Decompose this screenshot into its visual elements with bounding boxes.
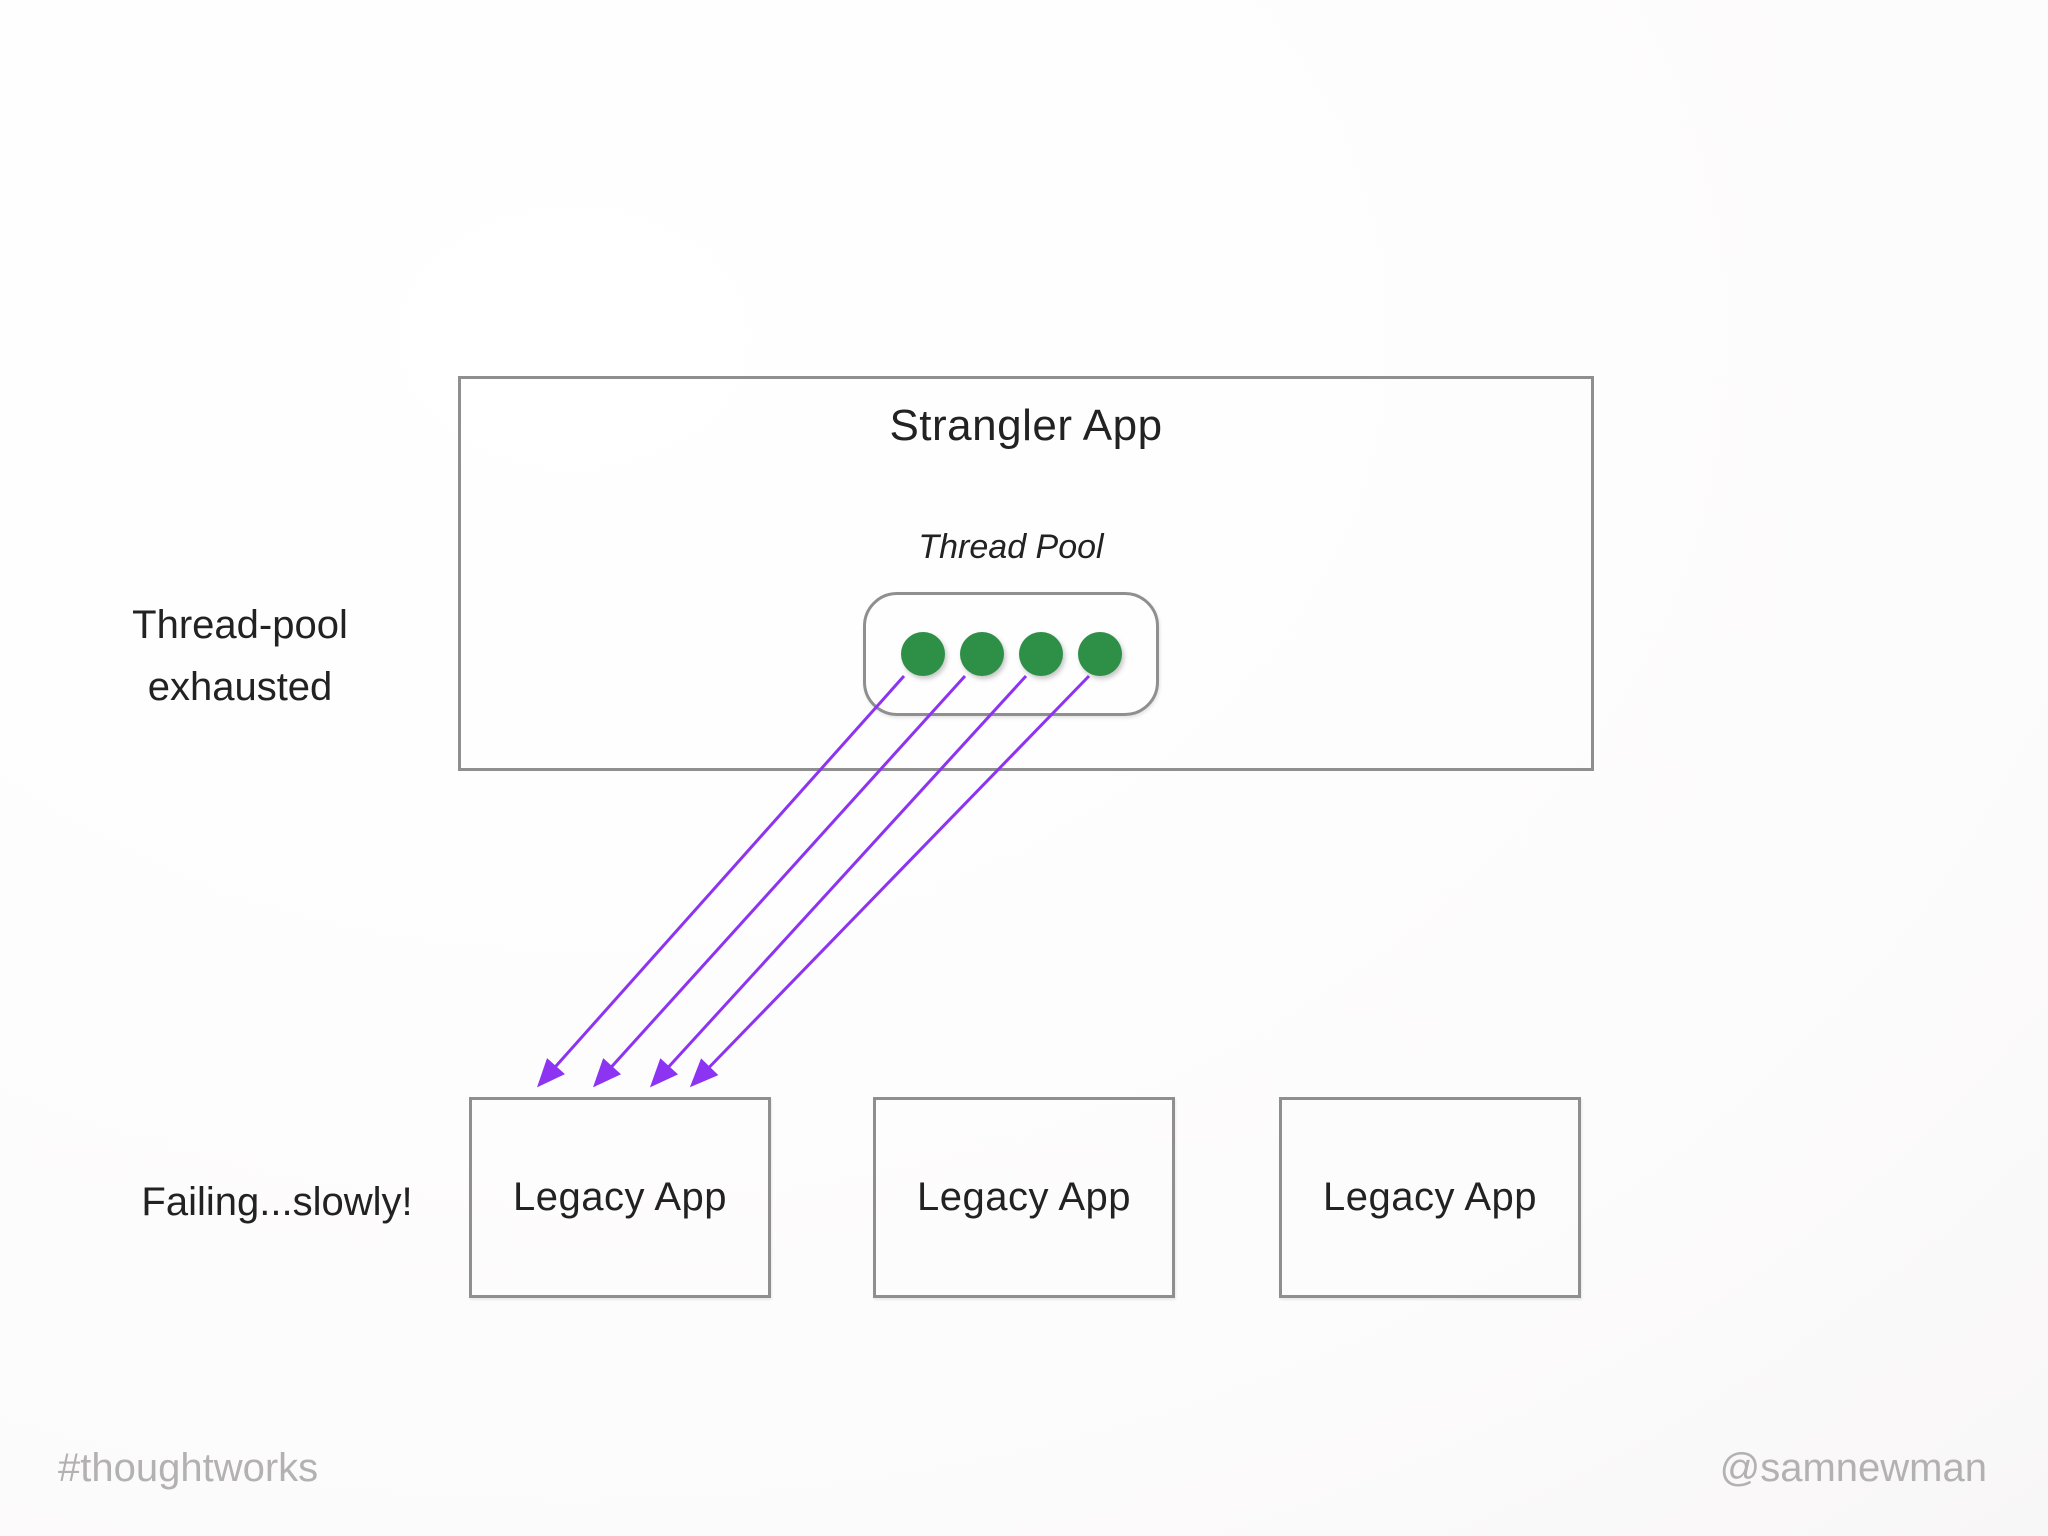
annotation-failing-slowly: Failing...slowly! (141, 1180, 413, 1224)
thread-dot (959, 632, 1004, 676)
legacy-app-box-3: Legacy App (1279, 1097, 1581, 1298)
legacy-app-label: Legacy App (916, 1175, 1132, 1219)
legacy-app-label: Legacy App (512, 1175, 728, 1219)
footer-hashtag: #thoughtworks (58, 1446, 319, 1490)
legacy-app-box-2: Legacy App (873, 1097, 1175, 1298)
strangler-app-title: Strangler App (889, 401, 1163, 450)
thread-dot (1018, 632, 1063, 676)
thread-dot (900, 632, 945, 676)
thread-dot (1077, 632, 1122, 676)
thread-pool-label: Thread Pool (918, 528, 1104, 566)
footer-handle: @samnewman (1719, 1446, 1987, 1490)
legacy-app-label: Legacy App (1322, 1175, 1538, 1219)
annotation-thread-pool-exhausted: Thread-pool exhausted (132, 603, 348, 709)
thread-pool-container (863, 592, 1159, 716)
legacy-app-box-1: Legacy App (469, 1097, 771, 1298)
